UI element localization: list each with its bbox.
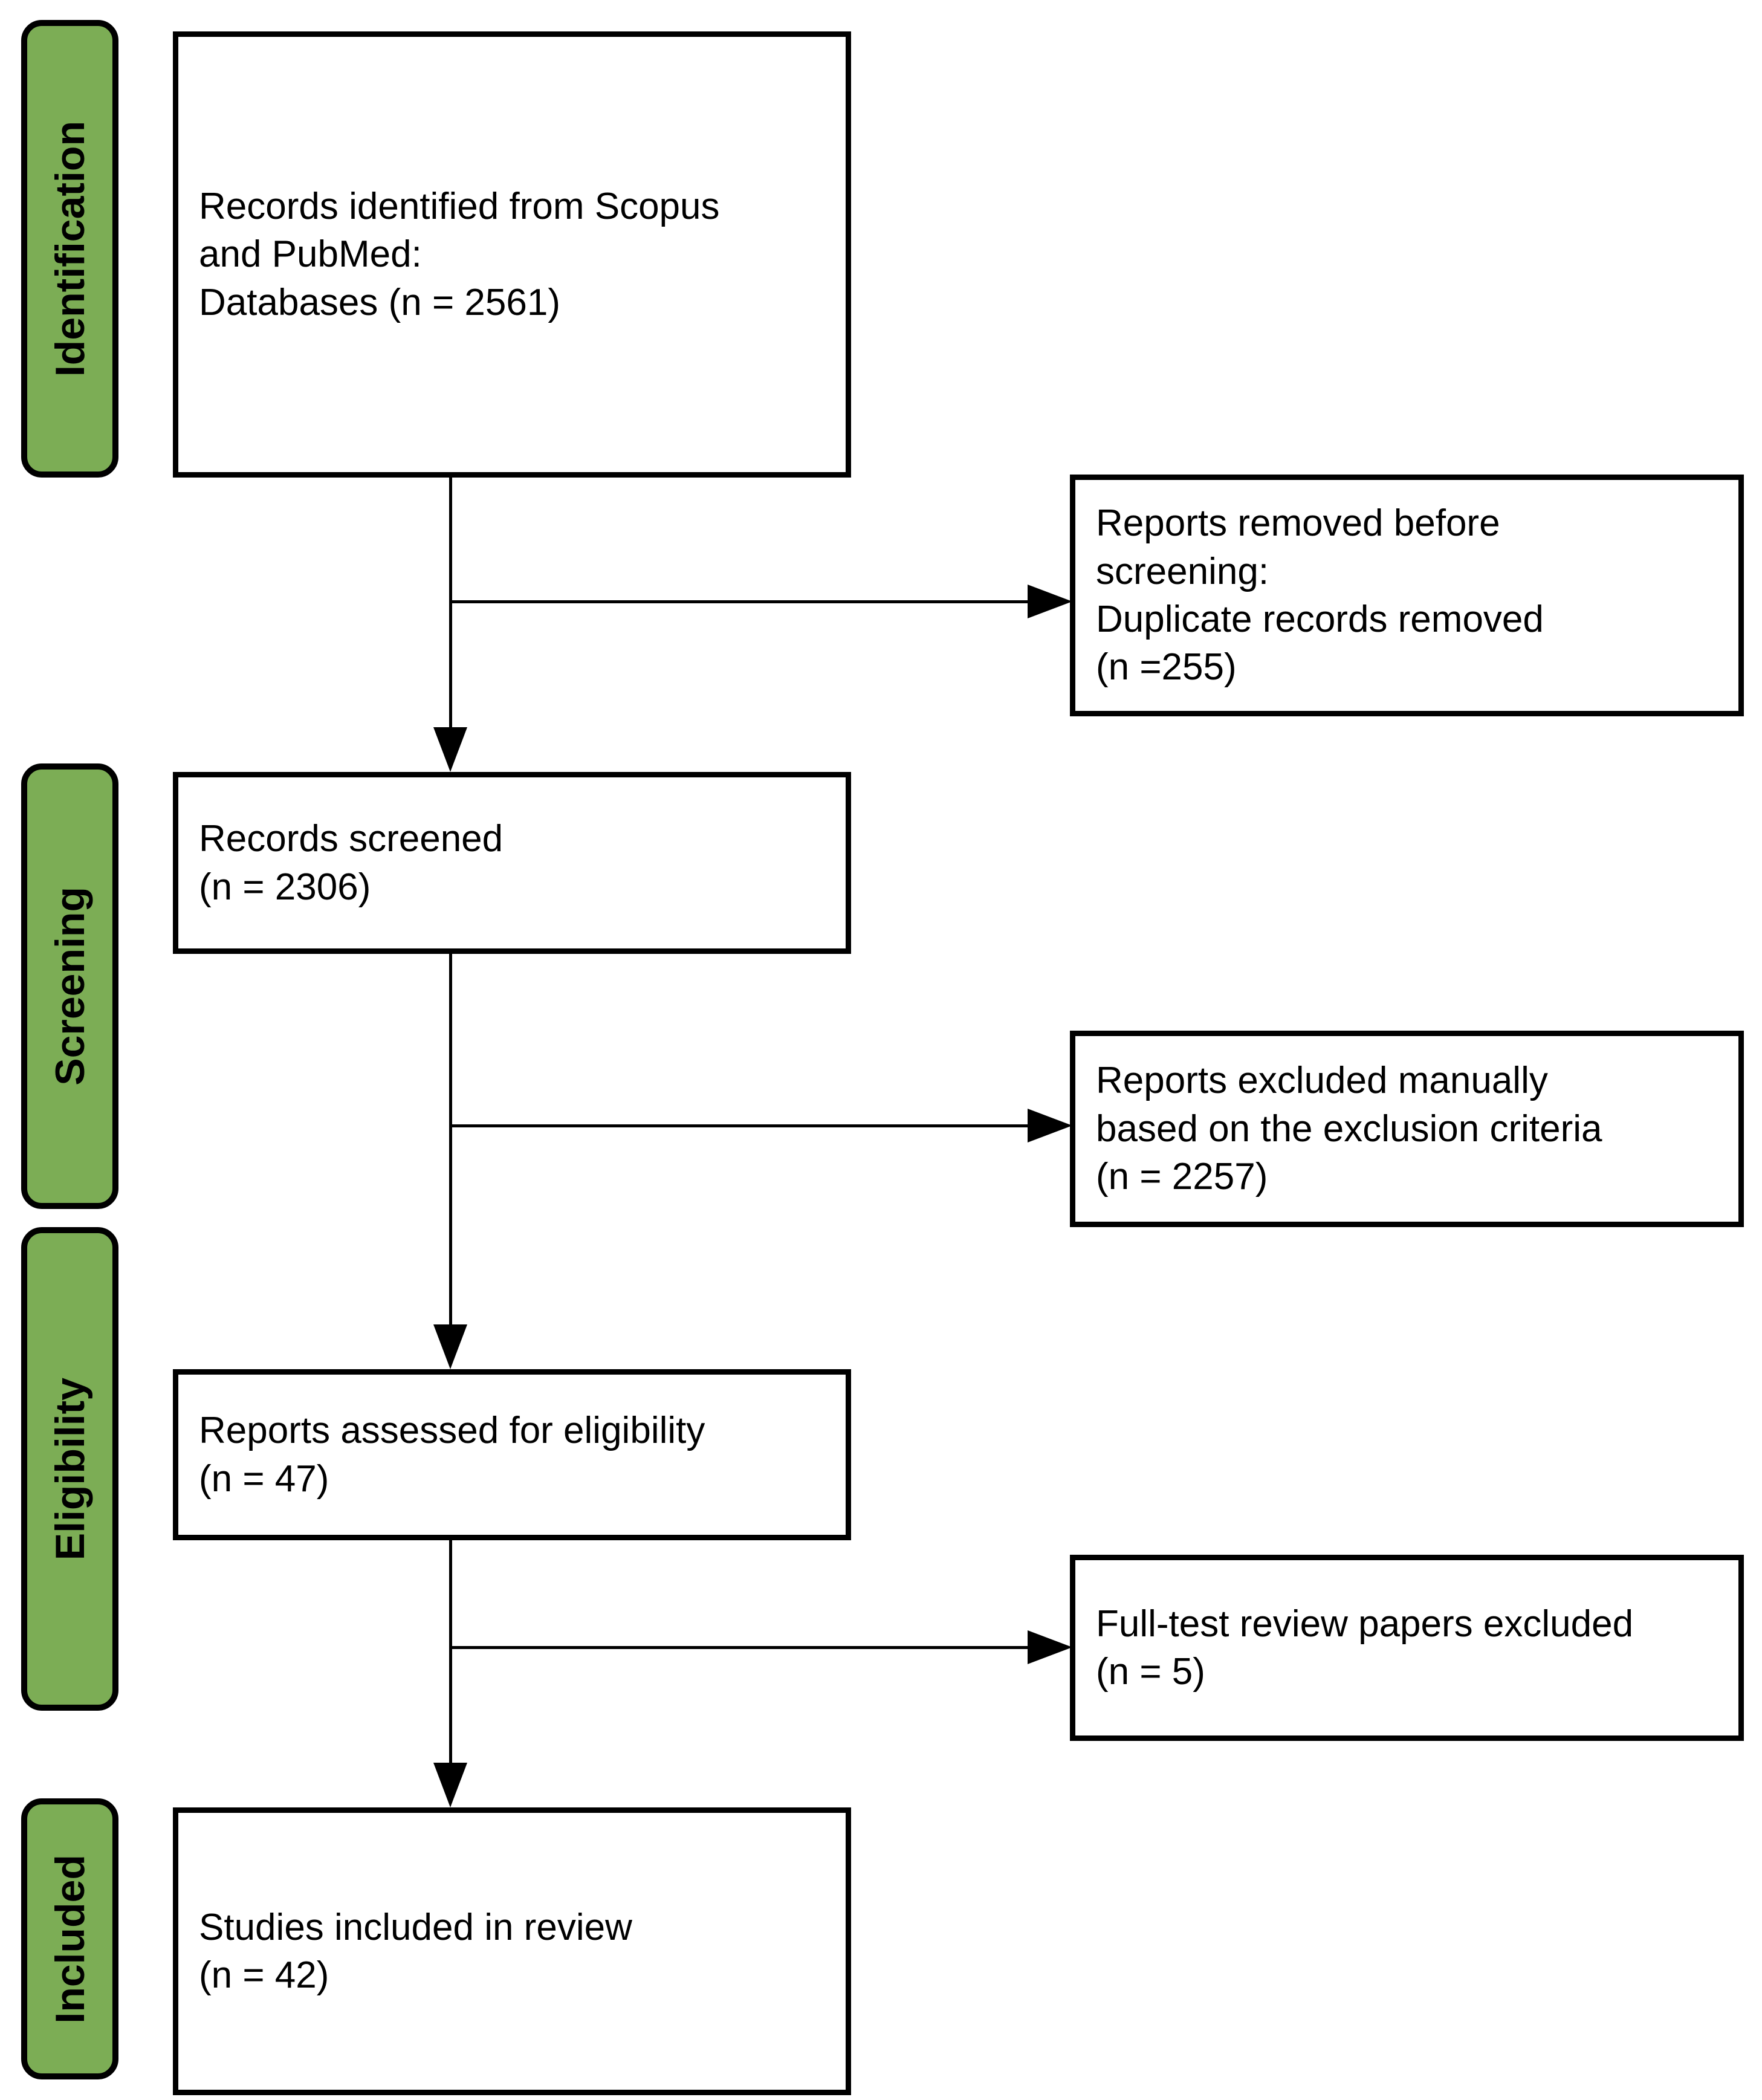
stage-label-eligibility: Eligibility [47,1377,93,1561]
box-records-screened: Records screened (n = 2306) [173,772,851,954]
arrow-identified-to-screened [433,727,467,772]
connector-line-assessed-to-included [449,1540,452,1763]
box-records-identified: Records identified from Scopus and PubMe… [173,31,851,478]
stage-bar-identification: Identification [21,20,118,478]
arrow-assessed-to-included [433,1763,467,1807]
arrow-assessed-to-fulltext-excluded [1028,1630,1072,1664]
stage-label-included: Included [47,1854,93,2024]
stage-bar-screening: Screening [21,763,118,1209]
box-reports-removed-before-screening: Reports removed before screening: Duplic… [1070,475,1744,716]
arrow-screened-to-assessed [433,1324,467,1369]
box-full-text-review-papers-excluded: Full-test review papers excluded (n = 5) [1070,1555,1744,1741]
box-records-identified-text: Records identified from Scopus and PubMe… [199,185,720,323]
arrow-screened-to-excluded [1028,1109,1072,1142]
box-reports-assessed-text: Reports assessed for eligibility (n = 47… [199,1410,705,1500]
box-reports-excluded-manually: Reports excluded manually based on the e… [1070,1031,1744,1227]
stage-label-identification: Identification [47,120,93,377]
box-reports-removed-before-screening-text: Reports removed before screening: Duplic… [1096,502,1544,689]
connector-line-identified-to-removed [450,600,1055,603]
connector-line-screened-to-assessed [449,954,452,1326]
arrow-identified-to-removed [1028,585,1072,618]
box-studies-included: Studies included in review (n = 42) [173,1807,851,2095]
box-full-text-review-papers-excluded-text: Full-test review papers excluded (n = 5) [1096,1603,1634,1693]
stage-bar-included: Included [21,1798,118,2079]
connector-line-screened-to-excluded [450,1124,1055,1127]
connector-line-assessed-to-fulltext-excluded [450,1646,1055,1649]
stage-label-screening: Screening [47,887,93,1086]
box-reports-excluded-manually-text: Reports excluded manually based on the e… [1096,1060,1602,1198]
box-records-screened-text: Records screened (n = 2306) [199,818,504,908]
box-reports-assessed: Reports assessed for eligibility (n = 47… [173,1369,851,1540]
stage-bar-eligibility: Eligibility [21,1227,118,1711]
box-studies-included-text: Studies included in review (n = 42) [199,1906,632,1996]
